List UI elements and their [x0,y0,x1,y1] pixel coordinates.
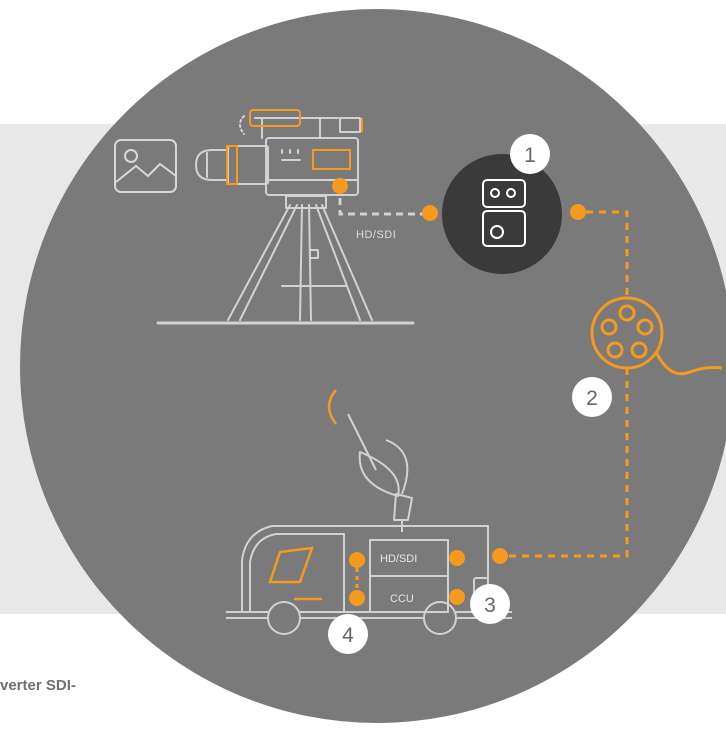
step-badge-1: 1 [510,134,550,174]
caption-text: verter SDI- [0,677,76,694]
step-badge-2: 2 [572,377,612,417]
cable-reel-icon [590,296,723,376]
camera-output-port [332,178,348,194]
svg-text:1: 1 [524,144,536,167]
van-panel-bottom-label: CCU [390,593,414,605]
converter-input-port [422,205,438,221]
van-ports [349,548,508,606]
satellite-dish-icon [327,389,413,532]
fiber-link [500,210,629,558]
converter-node [442,154,562,274]
camera-signal-label: HD/SDI [356,229,396,241]
converter-device-icon [482,179,526,247]
svg-text:2: 2 [586,387,598,410]
image-placeholder-icon [114,139,177,193]
van-windshield [268,546,314,584]
van-panel-top-label: HD/SDI [380,553,417,565]
step-badge-3: 3 [470,584,510,624]
camera-accent-outline [226,109,363,185]
step-badge-4: 4 [328,614,368,654]
svg-text:3: 3 [484,594,496,617]
camera-tripod-icon [156,115,415,325]
converter-output-port [570,204,586,220]
svg-text:4: 4 [342,624,354,647]
ob-van-icon [226,525,512,635]
camera-to-converter-link [338,186,430,216]
